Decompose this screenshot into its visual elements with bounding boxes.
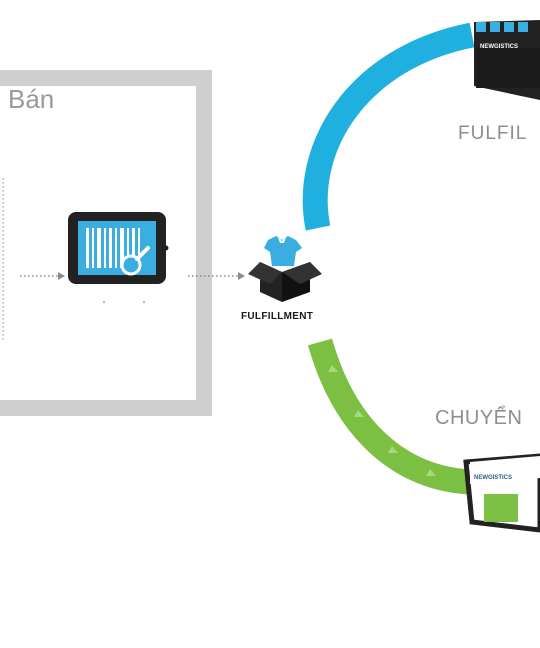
- fulfillment-hub-label: FULFILLMENT: [241, 311, 314, 322]
- barcode-scanner-tablet-icon: [68, 212, 169, 284]
- blue-flow-arc: [302, 22, 475, 231]
- fulfillment-warehouse-caption: FULFIL: [458, 123, 528, 144]
- warehouse-top-sign: NEWGISTICS: [480, 44, 519, 50]
- shipping-warehouse-caption: CHUYỂN: [435, 407, 523, 429]
- open-box-icon: [248, 236, 322, 302]
- green-flow-arc: [307, 338, 472, 495]
- arrow-to-scanner: [20, 272, 65, 280]
- seller-panel-title: Bán: [8, 84, 55, 114]
- shirt-icon: [264, 236, 302, 266]
- scanner-caption-dots: [103, 301, 145, 303]
- seller-panel: [0, 70, 212, 416]
- arrow-to-hub: [188, 272, 245, 280]
- warehouse-top-icon: [474, 20, 540, 100]
- warehouse-bottom-sign: NEWGISTICS: [474, 475, 513, 481]
- warehouse-bottom-icon: [463, 453, 540, 533]
- seller-panel-frame: [0, 70, 212, 416]
- green-arc-marks: [328, 365, 436, 476]
